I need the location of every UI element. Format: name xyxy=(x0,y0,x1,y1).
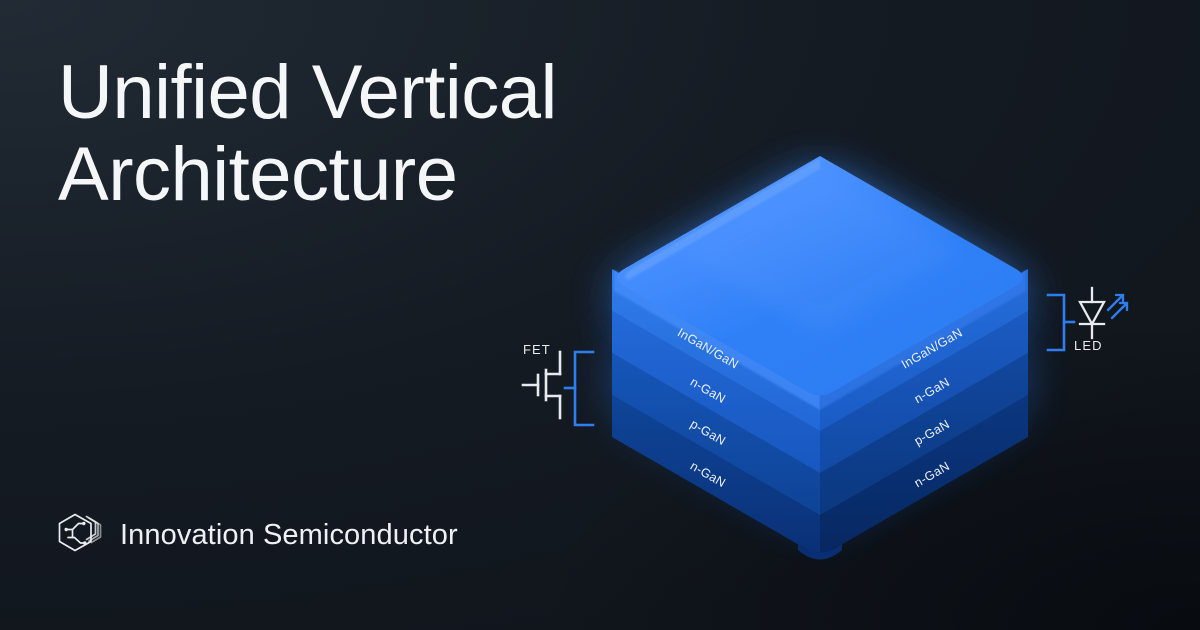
stack-layer-n-gan-bottom xyxy=(612,395,1028,560)
led-annotation: LED xyxy=(1040,280,1160,375)
device-top-surface xyxy=(617,156,1023,396)
page-title: Unified Vertical Architecture xyxy=(58,52,698,216)
brand-name: Innovation Semiconductor xyxy=(120,518,458,551)
page-title-line-2: Architecture xyxy=(58,132,458,217)
device-stack-illustration: InGaN/GaN n-GaN p-GaN n-GaN InGaN/GaN n-… xyxy=(612,156,1028,560)
brand-lockup: Innovation Semiconductor xyxy=(58,510,458,560)
isometric-device-stack: InGaN/GaN n-GaN p-GaN n-GaN InGaN/GaN n-… xyxy=(530,120,1170,590)
fet-annotation-graphics xyxy=(521,350,595,427)
led-diode-symbol-icon xyxy=(1078,286,1106,340)
bracket-left-icon xyxy=(563,350,595,427)
hexagon-chip-logo-icon xyxy=(58,513,102,552)
led-emission-arrows-icon xyxy=(1106,293,1129,320)
mosfet-symbol-icon xyxy=(521,350,562,420)
stack-layer-p-gan xyxy=(612,353,1028,515)
fet-annotation: FET xyxy=(505,330,615,440)
led-annotation-graphics xyxy=(1046,286,1129,352)
bracket-right-icon xyxy=(1046,293,1076,352)
page-title-line-1: Unified Vertical xyxy=(58,50,557,135)
stack-layer-n-gan-mid xyxy=(612,311,1028,473)
led-annotation-label: LED xyxy=(1074,338,1103,353)
fet-annotation-label: FET xyxy=(523,342,551,357)
